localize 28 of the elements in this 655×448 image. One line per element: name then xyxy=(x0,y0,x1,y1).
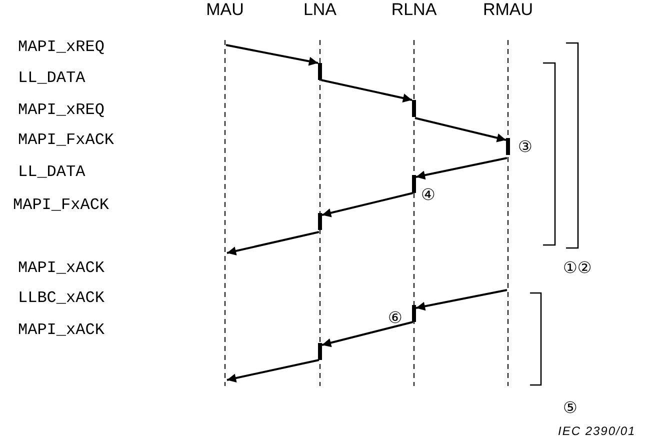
message-arrow xyxy=(322,321,414,348)
message-name: MAPI_FxACK xyxy=(13,196,110,214)
message-name: MAPI_xREQ xyxy=(18,38,104,56)
step-number: ⑤ xyxy=(563,399,578,417)
lifeline-label: RMAU xyxy=(482,0,534,20)
lifeline-label: LNA xyxy=(302,0,338,20)
message-name: LL_DATA xyxy=(18,69,86,87)
step-number: ③ xyxy=(518,138,532,156)
lifeline-label: RLNA xyxy=(390,0,438,20)
message-name: MAPI_xACK xyxy=(18,321,104,339)
figure-id: IEC 2390/01 xyxy=(558,424,636,438)
message-arrow xyxy=(226,44,318,66)
message-arrow xyxy=(416,157,508,180)
message-name: MAPI_xACK xyxy=(18,259,104,277)
message-arrow xyxy=(226,231,320,256)
message-name: MAPI_FxACK xyxy=(18,131,114,149)
message-name: LLBC_xACK xyxy=(18,289,104,307)
message-arrow xyxy=(414,117,506,142)
message-arrow xyxy=(322,192,414,218)
message-name: MAPI_xREQ xyxy=(18,101,104,119)
message-arrow xyxy=(416,289,508,311)
lifeline-label: MAU xyxy=(205,0,245,20)
message-arrow xyxy=(320,79,412,102)
message-arrow xyxy=(226,359,320,382)
step-number: ④ xyxy=(421,186,436,204)
message-name: LL_DATA xyxy=(18,163,86,181)
step-number: ①② xyxy=(563,259,592,277)
step-number: ⑥ xyxy=(388,309,402,327)
